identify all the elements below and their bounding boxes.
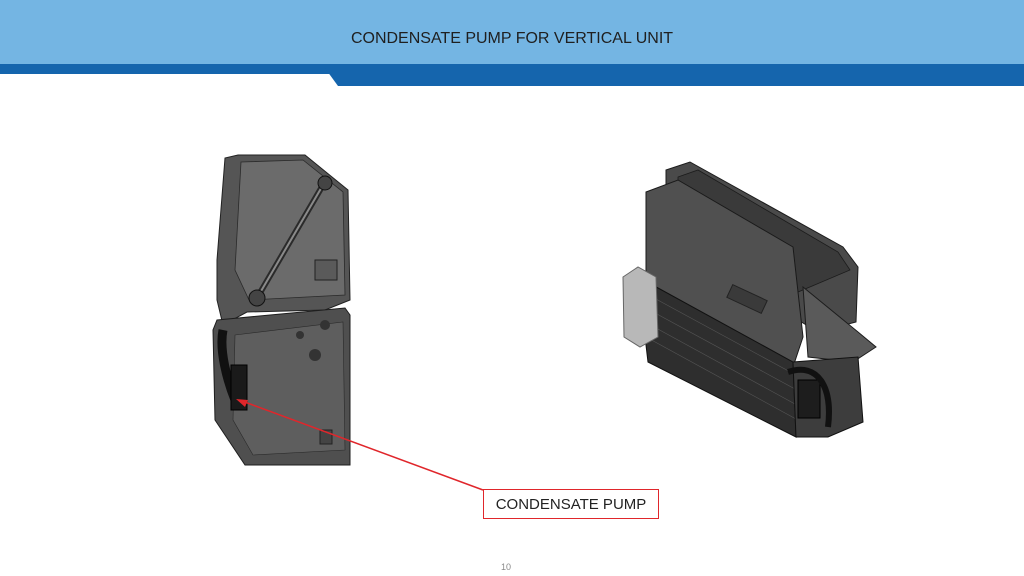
slide-title: CONDENSATE PUMP FOR VERTICAL UNIT (350, 30, 674, 47)
unit-side-view-image (212, 154, 351, 466)
header-stripe (0, 64, 1024, 86)
condensate-pump-callout: CONDENSATE PUMP (483, 489, 659, 519)
unit-isometric-view-image (622, 161, 877, 438)
page-number: 10 (500, 562, 511, 572)
header-bar (0, 0, 1024, 64)
